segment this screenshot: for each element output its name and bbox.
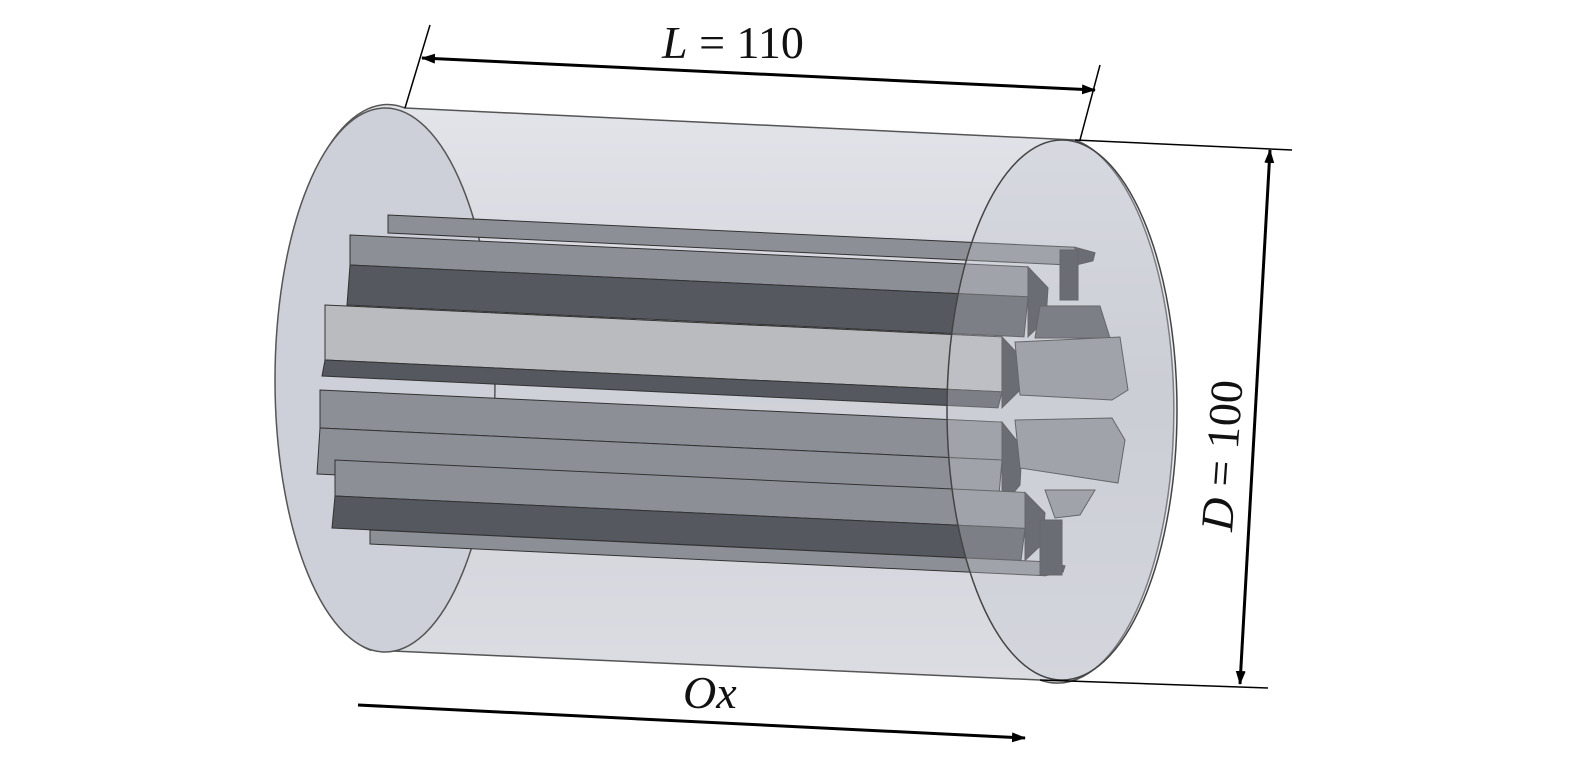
- rod-end-middle-lower: [1014, 417, 1126, 484]
- ox-axis: Ox: [357, 667, 1026, 743]
- rod-end-bottom-inner: [1039, 519, 1063, 576]
- rod-2-side: [346, 264, 1029, 338]
- rod-end-lower-trapezoid: [1044, 489, 1096, 519]
- length-dimension: L = 110: [404, 17, 1101, 141]
- rod-end-top-inner: [1059, 249, 1079, 301]
- axis-label: Ox: [683, 667, 737, 718]
- diameter-label: D = 100: [1191, 378, 1252, 533]
- rod-3-side: [321, 359, 1003, 409]
- length-label: L = 110: [661, 17, 804, 68]
- rod-bundle: [316, 214, 1129, 577]
- cylinder-right-end: [946, 139, 1178, 681]
- diameter-dimension: D = 100: [1039, 139, 1293, 689]
- rod-end-middle-upper: [1014, 336, 1129, 401]
